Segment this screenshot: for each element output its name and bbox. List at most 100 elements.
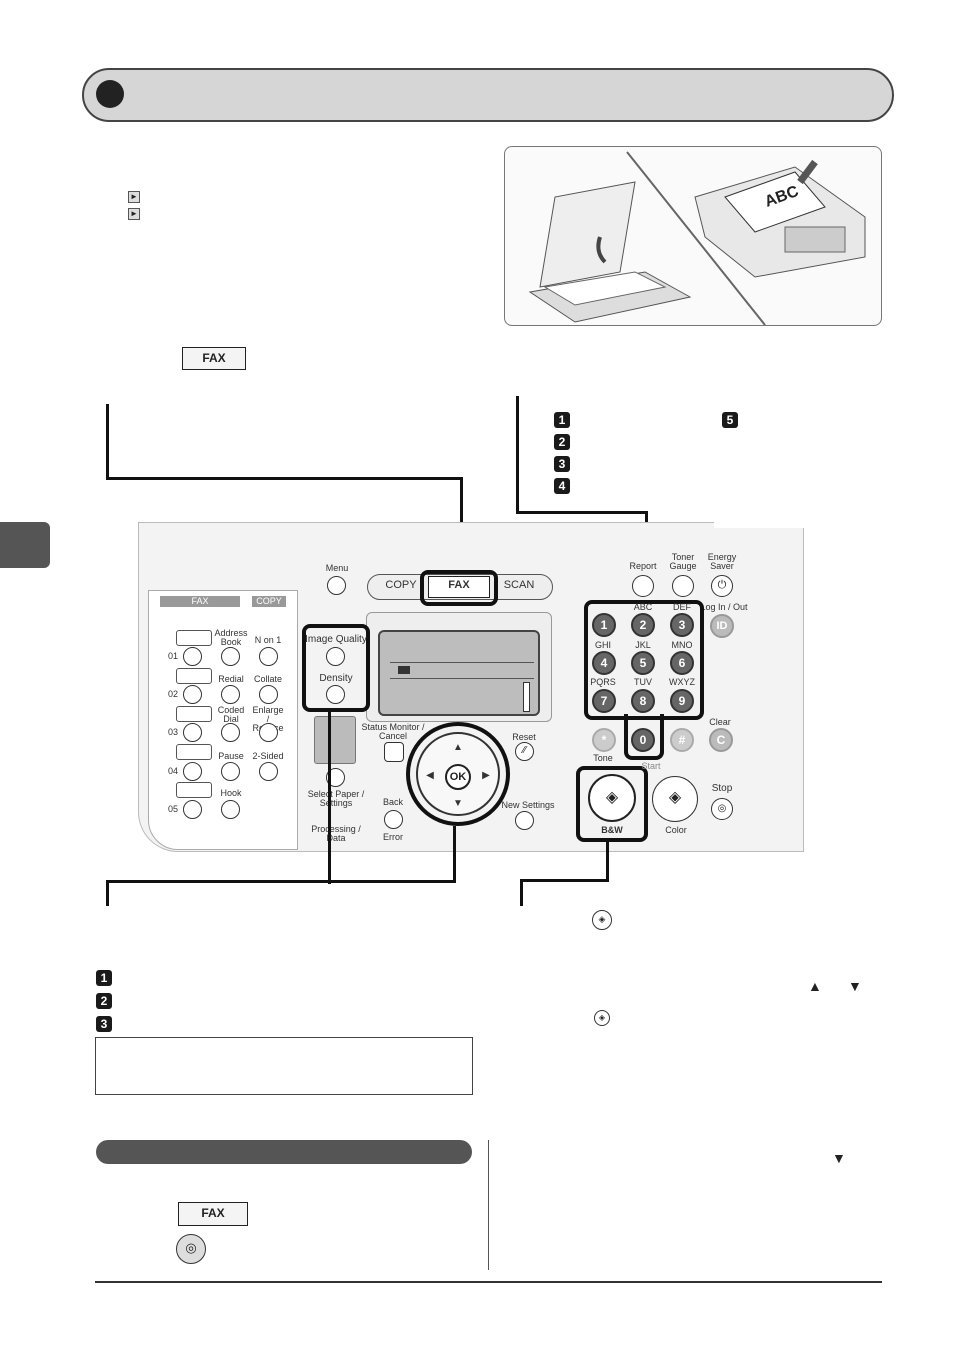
chapter-bullet-icon (96, 80, 124, 108)
step-number: 3 (554, 456, 570, 472)
collate-label: Collate (253, 674, 282, 684)
down-arrow-icon: ▼ (832, 1150, 846, 1166)
copy-mode-button[interactable]: COPY (385, 579, 417, 591)
key-letters: GHI (594, 640, 611, 650)
n-on-1-label: N on 1 (254, 635, 282, 645)
keypad-hash-button[interactable]: # (670, 728, 694, 752)
coded-dial-button[interactable] (221, 723, 240, 742)
one-touch-button[interactable] (183, 762, 202, 781)
keypad-5-button[interactable]: 5 (631, 651, 655, 675)
fax-key: FAX (178, 1202, 248, 1226)
one-touch-button[interactable] (183, 647, 202, 666)
new-settings-button[interactable] (515, 811, 534, 830)
coded-dial-label: Coded Dial (217, 705, 245, 724)
down-arrow-icon[interactable]: ▼ (453, 798, 463, 809)
step-number: 4 (554, 478, 570, 494)
start-bw-button[interactable]: ◈ (588, 774, 636, 822)
back-label: Back (382, 797, 403, 807)
one-touch-number: 03 (167, 727, 178, 737)
n-on-1-button[interactable] (259, 647, 278, 666)
start-color-button[interactable]: ◈ (652, 776, 698, 822)
key-letters: WXYZ (669, 677, 695, 687)
clear-button[interactable]: C (709, 728, 733, 752)
lcd-fax-icon (398, 666, 410, 674)
step-number: 1 (96, 970, 112, 986)
start-label: Start (641, 761, 661, 771)
stop-key-icon: ◎ (176, 1234, 206, 1264)
energy-saver-button[interactable]: ⏻ (711, 575, 733, 597)
hook-label: Hook (220, 788, 242, 798)
one-touch-button[interactable] (183, 723, 202, 742)
density-label: Density (319, 673, 353, 684)
key-letters: JKL (635, 640, 651, 650)
key-letters: DEF (673, 602, 691, 612)
collate-button[interactable] (259, 685, 278, 704)
address-book-button[interactable] (221, 647, 240, 666)
one-touch-label-slot (176, 630, 212, 646)
keypad-7-button[interactable]: 7 (592, 689, 616, 713)
step-number: 2 (96, 993, 112, 1009)
one-touch-button[interactable] (183, 800, 202, 819)
toner-gauge-label: Toner Gauge (669, 552, 697, 571)
note-box (95, 1037, 473, 1095)
keypad-8-button[interactable]: 8 (631, 689, 655, 713)
redial-button[interactable] (221, 685, 240, 704)
keypad-0-button[interactable]: 0 (631, 728, 655, 752)
one-touch-number: 05 (167, 804, 178, 814)
one-touch-label-slot (176, 706, 212, 722)
menu-button[interactable] (327, 576, 346, 595)
scan-mode-button[interactable]: SCAN (503, 579, 535, 591)
two-sided-label: 2-Sided (252, 751, 284, 761)
image-quality-button[interactable] (326, 647, 345, 666)
one-touch-number: 02 (167, 689, 178, 699)
status-monitor-button[interactable] (384, 742, 404, 762)
up-arrow-icon[interactable]: ▲ (453, 742, 463, 753)
keypad-2-button[interactable]: 2 (631, 613, 655, 637)
right-arrow-icon[interactable]: ▶ (482, 770, 490, 781)
fax-mode-button[interactable]: FAX (448, 579, 470, 591)
keypad-9-button[interactable]: 9 (670, 689, 694, 713)
image-quality-label: Image Quality (305, 634, 367, 645)
key-letters: ABC (633, 602, 653, 612)
one-touch-button[interactable] (183, 685, 202, 704)
reference-arrow-icon: ► (128, 191, 140, 203)
keypad-6-button[interactable]: 6 (670, 651, 694, 675)
address-book-label: Address Book (214, 628, 248, 647)
lcd-display (378, 630, 540, 716)
density-button[interactable] (326, 685, 345, 704)
chapter-side-tab (0, 522, 50, 568)
keypad-4-button[interactable]: 4 (592, 651, 616, 675)
section-banner (96, 1140, 472, 1164)
chapter-banner (82, 68, 894, 122)
log-in-out-label: Log In / Out (700, 602, 748, 612)
document-loading-illustration: ABC (504, 146, 882, 326)
start-icon: ◈ (592, 910, 612, 930)
stop-button[interactable]: ◎ (711, 798, 733, 820)
enlarge-reduce-button[interactable] (259, 723, 278, 742)
reset-label: Reset (512, 732, 536, 742)
reset-button[interactable]: ⁄⁄ (515, 742, 534, 761)
hook-button[interactable] (221, 800, 240, 819)
two-sided-button[interactable] (259, 762, 278, 781)
one-touch-label-slot (176, 668, 212, 684)
new-settings-label: New Settings (501, 800, 555, 810)
report-button[interactable] (632, 575, 654, 597)
error-label: Error (383, 832, 403, 842)
back-button[interactable] (384, 810, 403, 829)
ok-button[interactable]: OK (445, 764, 471, 790)
pause-button[interactable] (221, 762, 240, 781)
left-arrow-icon[interactable]: ◀ (426, 770, 434, 781)
keypad-3-button[interactable]: 3 (670, 613, 694, 637)
redial-label: Redial (218, 674, 244, 684)
bw-label: B&W (601, 825, 623, 835)
keypad-1-button[interactable]: 1 (592, 613, 616, 637)
lcd-scrollbar (523, 682, 530, 712)
down-arrow-icon: ▼ (848, 978, 862, 994)
status-monitor-label: Status Monitor / Cancel (361, 722, 425, 741)
color-label: Color (665, 825, 687, 835)
step-number: 1 (554, 412, 570, 428)
keypad-star-button[interactable]: * (592, 728, 616, 752)
toner-gauge-button[interactable] (672, 575, 694, 597)
device-status-icon (314, 716, 356, 764)
id-button[interactable]: ID (710, 614, 734, 638)
